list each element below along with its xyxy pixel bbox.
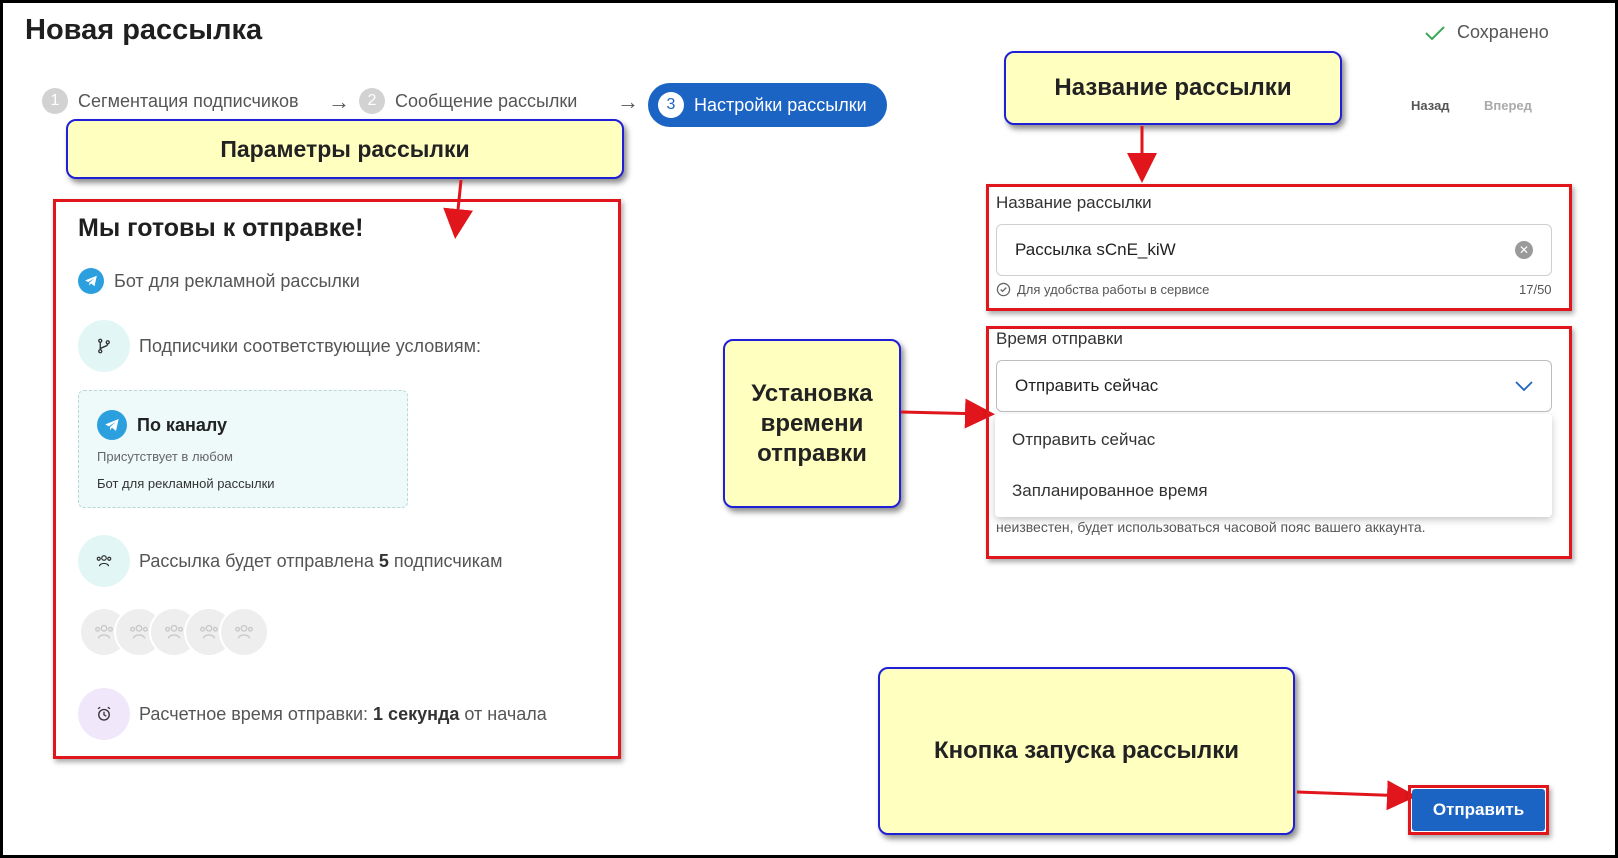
condition-subtitle: Присутствует в любом xyxy=(97,449,233,464)
step-label: Сообщение рассылки xyxy=(395,90,578,111)
name-field-label: Название рассылки xyxy=(996,193,1152,212)
time-option-scheduled[interactable]: Запланированное время xyxy=(1012,480,1208,500)
branch-icon xyxy=(78,320,130,372)
timezone-note: неизвестен, будет использоваться часовой… xyxy=(996,519,1426,535)
clear-icon[interactable]: ✕ xyxy=(1515,241,1533,259)
name-field-highlight xyxy=(986,184,1572,311)
subscriber-avatars xyxy=(79,607,269,657)
chevron-down-icon xyxy=(1515,381,1533,391)
eta-suffix: от начала xyxy=(459,703,547,724)
summary-title: Мы готовы к отправке! xyxy=(78,214,364,242)
time-option-now[interactable]: Отправить сейчас xyxy=(1012,429,1156,449)
time-field-highlight xyxy=(986,326,1572,559)
name-input[interactable]: Рассылка sCnE_kiW ✕ xyxy=(996,224,1552,276)
saved-status: Сохранено xyxy=(1425,22,1549,43)
saved-status-text: Сохранено xyxy=(1457,22,1549,42)
condition-title: По каналу xyxy=(137,414,228,435)
summary-panel xyxy=(53,199,621,759)
step-settings[interactable]: 3 Настройки рассылки xyxy=(648,83,887,127)
step-label: Настройки рассылки xyxy=(694,94,867,115)
summary-bot-row: Бот для рекламной рассылки xyxy=(78,268,360,294)
callout-params: Параметры рассылки xyxy=(66,119,624,179)
arrow-right-icon: → xyxy=(617,89,639,114)
step-number: 1 xyxy=(42,88,68,114)
eta-prefix: Расчетное время отправки: xyxy=(139,703,374,724)
name-char-counter: 17/50 xyxy=(1519,282,1552,297)
summary-condition-text: Подписчики соответствующие условиям: xyxy=(139,335,481,356)
arrow-to-send xyxy=(1296,780,1417,811)
alarm-clock-icon xyxy=(78,688,130,740)
users-icon xyxy=(78,535,130,587)
arrow-to-params xyxy=(443,179,474,239)
arrow-to-time xyxy=(900,398,995,429)
callout-name: Название рассылки xyxy=(1004,51,1342,125)
summary-bot-name: Бот для рекламной рассылки xyxy=(114,270,360,291)
time-select[interactable]: Отправить сейчас xyxy=(996,360,1552,412)
name-input-value: Рассылка sCnE_kiW xyxy=(1015,240,1176,259)
arrow-right-icon: → xyxy=(328,89,350,114)
send-button-highlight xyxy=(1408,785,1549,835)
callout-time: Установка времени отправки xyxy=(723,339,901,508)
summary-condition-row: Подписчики соответствующие условиям: xyxy=(78,320,481,372)
send-count-prefix: Рассылка будет отправлена xyxy=(139,550,379,571)
time-field-label: Время отправки xyxy=(996,329,1123,348)
send-count-suffix: подписчикам xyxy=(388,550,503,571)
callout-launch: Кнопка запуска рассылки xyxy=(878,667,1295,835)
condition-card: По каналу Присутствует в любом Бот для р… xyxy=(78,390,408,508)
condition-bot: Бот для рекламной рассылки xyxy=(97,476,275,491)
back-link[interactable]: Назад xyxy=(1411,98,1450,113)
send-count-value: 5 xyxy=(378,550,389,571)
time-select-value: Отправить сейчас xyxy=(1015,376,1159,395)
time-options-dropdown: Отправить сейчас Запланированное время xyxy=(995,414,1552,517)
name-field-hint: Для удобства работы в сервисе xyxy=(996,282,1209,297)
telegram-icon xyxy=(78,268,104,294)
step-label: Сегментация подписчиков xyxy=(78,90,299,111)
summary-eta-row: Расчетное время отправки: 1 секунда от н… xyxy=(78,688,547,740)
forward-link[interactable]: Вперед xyxy=(1484,98,1532,113)
step-segmentation[interactable]: 1 Сегментация подписчиков xyxy=(42,88,299,114)
page-title: Новая рассылка xyxy=(25,14,263,46)
step-number: 3 xyxy=(658,92,684,118)
eta-value: 1 секунда xyxy=(373,703,460,724)
summary-send-count-row: Рассылка будет отправлена 5 подписчикам xyxy=(78,535,502,587)
name-field-hint-text: Для удобства работы в сервисе xyxy=(1017,282,1210,297)
avatar xyxy=(219,607,269,657)
telegram-icon xyxy=(97,410,127,440)
check-circle-icon xyxy=(996,282,1011,297)
check-icon xyxy=(1425,25,1445,40)
send-button[interactable]: Отправить xyxy=(1412,789,1545,831)
step-message[interactable]: 2 Сообщение рассылки xyxy=(359,88,577,114)
step-number: 2 xyxy=(359,88,385,114)
